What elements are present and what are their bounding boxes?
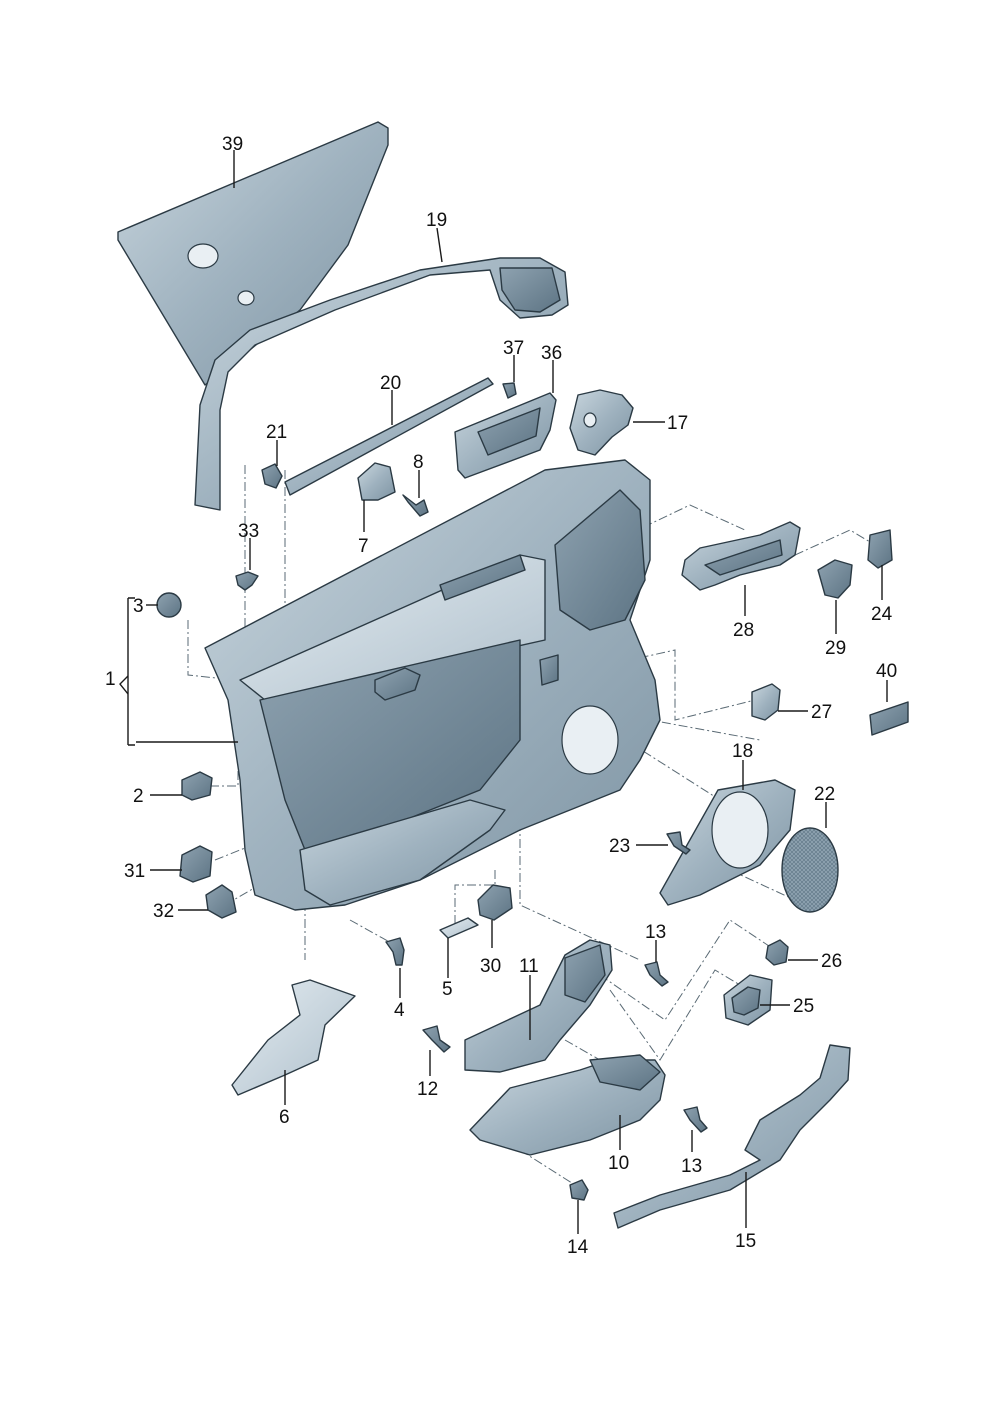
callout-40: 40 <box>876 661 897 682</box>
callout-31: 31 <box>124 861 145 882</box>
callout-29: 29 <box>825 638 846 659</box>
part-20-trim-strip <box>284 377 494 496</box>
callout-13-upper: 13 <box>645 922 666 943</box>
part-10-armrest <box>469 1054 666 1156</box>
part-2-cap <box>181 771 213 801</box>
part-13-screw-lower <box>683 1106 708 1133</box>
part-19-window-trim <box>194 257 569 511</box>
part-22-speaker-grille <box>781 827 839 913</box>
part-12-screw <box>422 1025 451 1053</box>
part-37-screw <box>502 382 517 399</box>
callout-labels: 39 19 37 36 20 17 21 8 7 33 3 1 28 24 29… <box>105 134 897 1258</box>
part-33-clip <box>235 571 259 591</box>
part-21-clip <box>261 463 283 489</box>
callout-15: 15 <box>735 1231 756 1252</box>
part-23-screw <box>666 831 691 855</box>
part-18-speaker-trim <box>659 779 796 906</box>
part-31-switch <box>179 845 213 883</box>
callout-36: 36 <box>541 343 562 364</box>
part-6-pocket-trim <box>231 979 356 1096</box>
part-14-clip <box>569 1179 589 1201</box>
callout-3: 3 <box>133 596 144 617</box>
callout-39: 39 <box>222 134 243 155</box>
part-36-handle-bracket <box>454 392 557 479</box>
part-25-switch-block <box>723 974 773 1026</box>
assembly-lines <box>187 465 876 1186</box>
part-5-pad <box>439 917 479 939</box>
callout-22: 22 <box>814 784 835 805</box>
part-7-bracket <box>357 462 396 501</box>
callout-6: 6 <box>279 1107 290 1128</box>
callout-28: 28 <box>733 620 754 641</box>
part-39-insulation-panel <box>117 121 389 386</box>
part-27-switch <box>751 683 781 721</box>
callout-7: 7 <box>358 536 369 557</box>
callout-2: 2 <box>133 786 144 807</box>
callout-17: 17 <box>667 413 688 434</box>
part-26-clip <box>765 939 789 966</box>
callout-13-lower: 13 <box>681 1156 702 1177</box>
part-3-cap <box>156 592 182 618</box>
part-13-screw-upper <box>644 961 669 987</box>
part-28-door-handle <box>681 521 801 591</box>
part-17-cover <box>569 389 634 456</box>
callout-12: 12 <box>417 1079 438 1100</box>
part-24-cap <box>867 529 893 569</box>
part-32-switch <box>205 884 237 919</box>
part-8-screw <box>402 494 429 517</box>
part-15-door-pocket <box>613 1044 851 1229</box>
part-40-pad <box>869 701 909 736</box>
callout-32: 32 <box>153 901 174 922</box>
callout-21: 21 <box>266 422 287 443</box>
callout-4: 4 <box>394 1000 405 1021</box>
callout-33: 33 <box>238 521 259 542</box>
callout-19: 19 <box>426 210 447 231</box>
callout-30: 30 <box>480 956 501 977</box>
callout-10: 10 <box>608 1153 629 1174</box>
callout-11: 11 <box>519 956 539 977</box>
part-4-screw <box>385 937 405 966</box>
part-30-switch <box>477 884 513 921</box>
leader-lines <box>119 150 888 1234</box>
part-11-armrest-trim <box>464 939 613 1073</box>
callout-14: 14 <box>567 1237 589 1258</box>
callout-8: 8 <box>413 452 424 473</box>
part-29-switch <box>817 559 853 599</box>
callout-5: 5 <box>442 979 453 1000</box>
part-1-door-trim-panel <box>204 459 661 911</box>
callout-18: 18 <box>732 741 753 762</box>
callout-20: 20 <box>380 373 401 394</box>
callout-37: 37 <box>503 338 524 359</box>
callout-25: 25 <box>793 996 814 1017</box>
callout-23: 23 <box>609 836 630 857</box>
callout-27: 27 <box>811 702 832 723</box>
callout-26: 26 <box>821 951 842 972</box>
callout-1: 1 <box>105 669 116 690</box>
callout-24: 24 <box>871 604 893 625</box>
